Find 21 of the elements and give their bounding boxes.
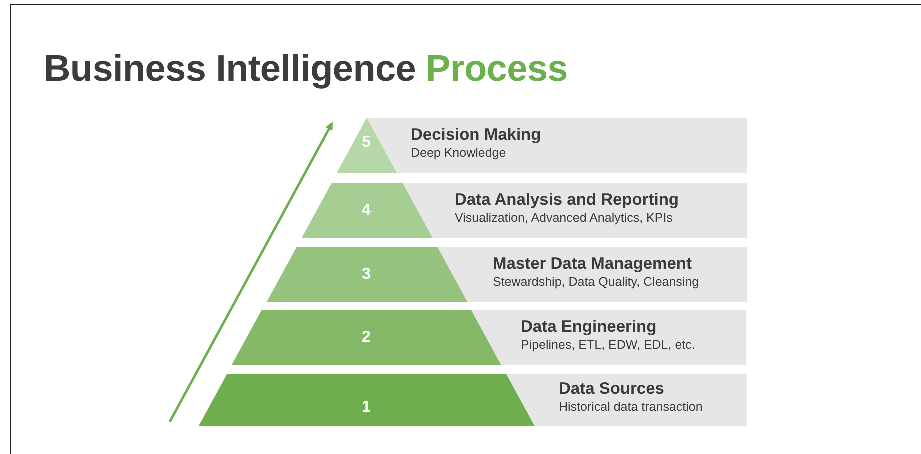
tier-description: Deep Knowledge xyxy=(410,146,506,160)
tier-number: 2 xyxy=(362,328,371,346)
tier-heading: Master Data Management xyxy=(492,254,692,274)
pyramid-tier xyxy=(232,310,747,365)
tier-heading: Data Engineering xyxy=(520,318,657,336)
tier-heading: Data Analysis and Reporting xyxy=(454,190,679,210)
pyramid-tier xyxy=(337,118,747,173)
tier-heading: Data Sources xyxy=(558,380,664,399)
tier-number: 1 xyxy=(362,399,371,417)
tier-number: 4 xyxy=(362,202,371,220)
tier-description: Stewardship, Data Quality, Cleansing xyxy=(492,274,700,288)
pyramid-tier xyxy=(302,183,747,238)
tier-description: Visualization, Advanced Analytics, KPIs xyxy=(454,210,673,224)
tier-heading: Decision Making xyxy=(410,126,542,144)
tier-description: Pipelines, ETL, EDW, EDL, etc. xyxy=(520,338,696,352)
pyramid-tier xyxy=(266,247,747,302)
tier-description: Historical data transaction xyxy=(558,400,703,414)
tier-number: 3 xyxy=(362,266,371,284)
pyramid-tier xyxy=(199,374,747,426)
title: Business Intelligence Process xyxy=(44,48,568,90)
tier-number: 5 xyxy=(362,134,371,152)
